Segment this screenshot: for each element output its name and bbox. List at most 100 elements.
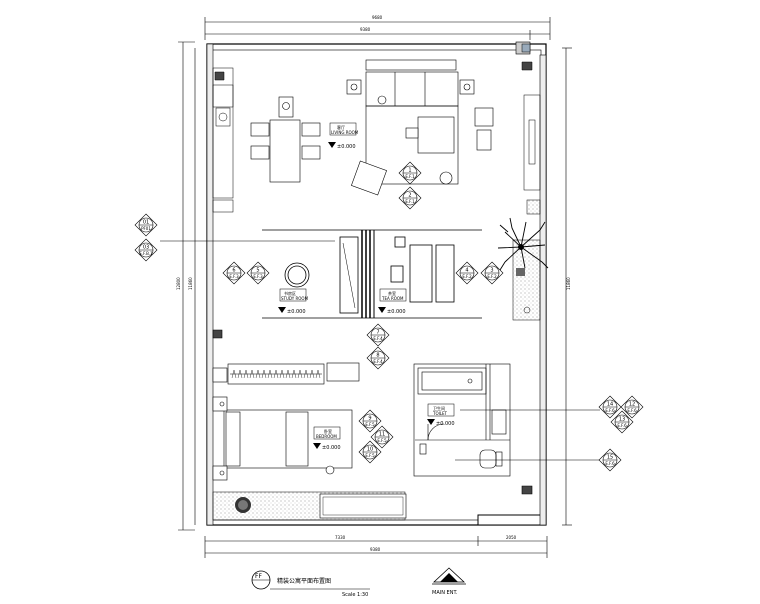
svg-text:±0.000: ±0.000 — [387, 309, 406, 315]
dimension-lines — [178, 17, 572, 558]
marker-ref: E.F.5 — [365, 422, 375, 427]
title-symbol: FF — [255, 573, 262, 580]
elevation-marker-11: 11E.F.5 — [370, 425, 394, 449]
hanger — [267, 369, 273, 379]
svg-text:BEDROOM: BEDROOM — [316, 434, 337, 439]
bottom-planter — [212, 491, 407, 521]
svg-text:±0.000: ±0.000 — [287, 309, 306, 315]
marker-number: 03 — [143, 245, 149, 251]
dim-top-sub: 9380 — [360, 27, 371, 32]
middle-partition — [262, 229, 482, 319]
drawing-scale: Scale 1:30 — [342, 592, 368, 598]
hanger — [279, 369, 285, 379]
svg-text:TOILET: TOILET — [432, 411, 448, 416]
entry-door — [212, 329, 533, 495]
hanger — [285, 369, 291, 379]
marker-number: 11 — [379, 432, 385, 438]
elevation-marker-4: 4E.F.2 — [455, 261, 479, 285]
wall-cabinet-right — [521, 61, 541, 191]
marker-ref: E.F.2 — [462, 274, 472, 279]
marker-number: 5 — [256, 268, 259, 274]
hanger — [243, 369, 249, 379]
marker-ref: E.F.1 — [405, 199, 415, 204]
elevation-marker-13: 13E.F.6 — [610, 410, 634, 434]
dim-left-total: 12800 — [176, 277, 181, 290]
main-entrance-marker: MAIN ENT. — [432, 567, 466, 596]
marker-ref: E.F.B.1 — [139, 251, 153, 256]
dim-bottom-b: 2050 — [506, 535, 517, 540]
marker-ref: E.F.2 — [487, 274, 497, 279]
wall-cabinet-left — [212, 67, 234, 213]
svg-text:±0.000: ±0.000 — [436, 421, 455, 427]
elevation-marker-6: 6E.F.3 — [222, 261, 246, 285]
living-room-label: 客厅 LIVING ROOM ±0.000 — [328, 122, 359, 150]
hanger — [297, 369, 303, 379]
marker-ref: E.F.5 — [365, 453, 375, 458]
bedroom-label: 卧室 BEDROOM ±0.000 — [313, 426, 341, 451]
marker-ref: E.F.6 — [605, 461, 615, 466]
elevation-marker-8: 8E.F.4 — [366, 346, 390, 370]
marker-ref: E.F.4 — [373, 336, 383, 341]
elevation-marker-10: 10E.F.5 — [358, 440, 382, 464]
marker-number: 13 — [619, 417, 625, 423]
leader-lines — [160, 240, 600, 461]
marker-number: 6 — [232, 268, 235, 274]
toilet-room — [413, 363, 511, 477]
hanger — [291, 369, 297, 379]
planter-with-tree — [497, 199, 549, 321]
hangers — [231, 369, 321, 379]
living-sofa-set — [346, 59, 494, 196]
marker-number: 8 — [376, 353, 379, 359]
svg-text:茶室: 茶室 — [388, 290, 396, 296]
svg-text:±0.000: ±0.000 — [337, 144, 356, 150]
elevation-marker-2: 2E.F.1 — [398, 186, 422, 210]
marker-ref: E.F.6 — [605, 408, 615, 413]
elevation-marker-03: 03E.F.B.1 — [134, 238, 158, 262]
elevation-marker-3: 3E.F.2 — [480, 261, 504, 285]
drawing-title: 精装公寓平面布置图 — [277, 577, 331, 585]
svg-text:卧室: 卧室 — [324, 428, 332, 434]
elevation-marker-7: 7E.F.4 — [366, 323, 390, 347]
marker-ref: E.F.4 — [373, 359, 383, 364]
title-block: FF 精装公寓平面布置图 Scale 1:30 — [251, 570, 370, 598]
marker-number: 3 — [490, 268, 493, 274]
hanger — [303, 369, 309, 379]
marker-number: 9 — [368, 416, 371, 422]
marker-number: 01 — [143, 220, 149, 226]
svg-text:卫生间: 卫生间 — [433, 405, 445, 411]
hanger — [309, 369, 315, 379]
marker-ref: E.F.6 — [617, 423, 627, 428]
dim-top-total: 9680 — [372, 15, 383, 20]
hanger — [255, 369, 261, 379]
svg-text:LIVING ROOM: LIVING ROOM — [331, 130, 359, 135]
tea-room-label: 茶室 TEA ROOM ±0.000 — [378, 288, 407, 315]
marker-ref: E.F.5 — [377, 438, 387, 443]
hanger — [273, 369, 279, 379]
elevation-marker-5: 5E.F.3 — [246, 261, 270, 285]
exterior-walls — [206, 41, 547, 526]
svg-text:TEA ROOM: TEA ROOM — [381, 296, 404, 301]
marker-number: 14 — [607, 402, 613, 408]
hanger — [249, 369, 255, 379]
svg-text:STUDY ROOM: STUDY ROOM — [281, 296, 309, 301]
marker-number: 1 — [408, 168, 411, 174]
marker-ref: E.F.1 — [405, 174, 415, 179]
elevation-marker-1: 1E.F.1 — [398, 161, 422, 185]
marker-number: 15 — [607, 455, 613, 461]
hanger — [315, 369, 321, 379]
marker-ref: E.F.6 — [627, 408, 637, 413]
hanger — [231, 369, 237, 379]
hanger — [261, 369, 267, 379]
svg-text:客厅: 客厅 — [337, 124, 345, 130]
marker-number: 10 — [367, 447, 373, 453]
svg-text:±0.000: ±0.000 — [322, 445, 341, 451]
marker-number: 2 — [408, 193, 411, 199]
study-room-label: 书房区 STUDY ROOM ±0.000 — [278, 288, 309, 315]
main-ent-label: MAIN ENT. — [432, 590, 458, 596]
elevation-marker-12: 12E.F.6 — [620, 395, 644, 419]
elevation-markers: 1E.F.12E.F.101PF0103E.F.B.16E.F.35E.F.34… — [134, 161, 644, 472]
dim-bottom-a: 7330 — [335, 535, 346, 540]
